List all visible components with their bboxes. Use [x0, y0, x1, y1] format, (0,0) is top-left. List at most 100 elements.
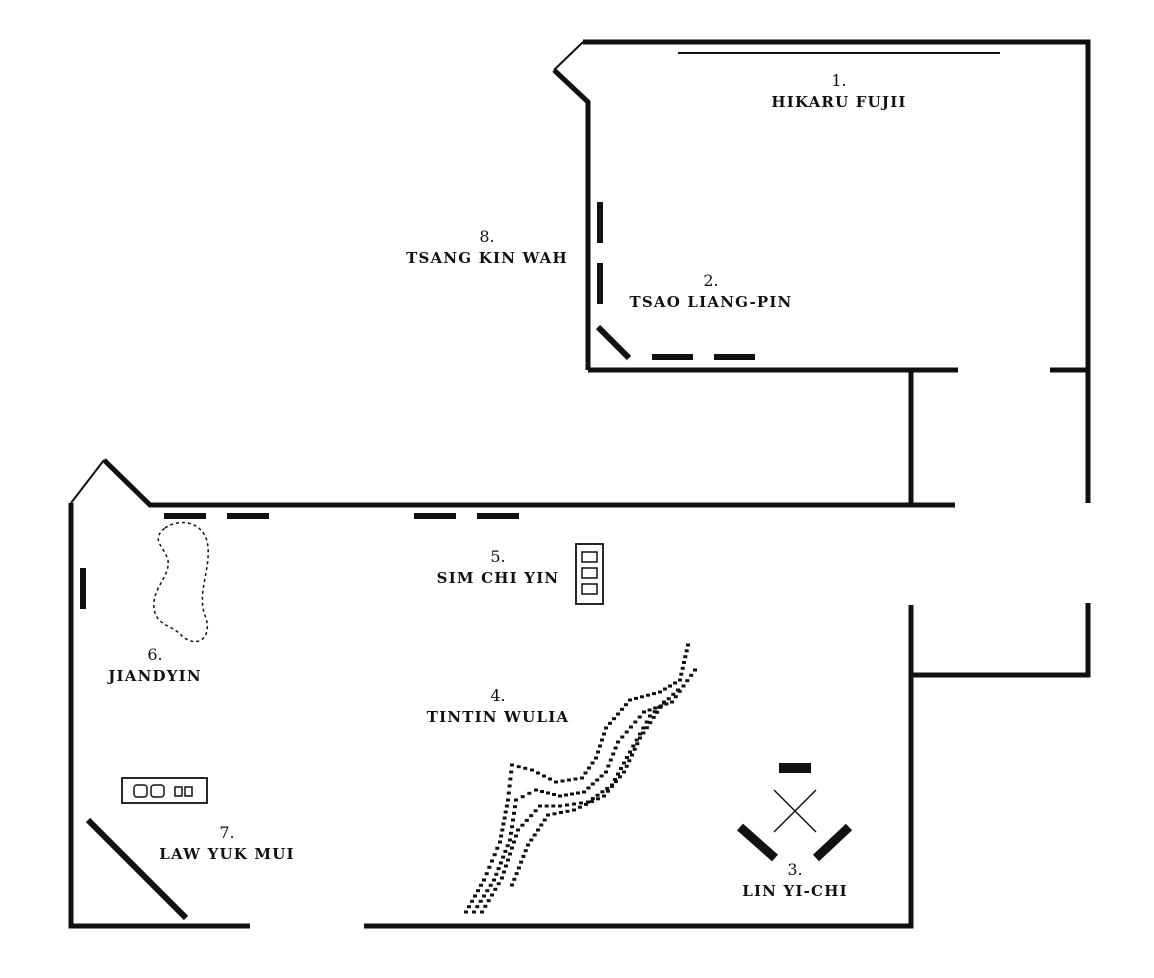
river-dot: [500, 828, 505, 832]
river-dot: [512, 840, 516, 844]
river-dot: [598, 744, 602, 748]
river-dot: [608, 758, 613, 762]
river-dot: [510, 825, 514, 829]
river-dot: [501, 855, 506, 859]
river-dot: [565, 803, 569, 807]
river-dot: [671, 692, 676, 696]
river-dot: [629, 725, 633, 729]
river-dot: [611, 752, 616, 756]
river-dot: [565, 809, 570, 813]
river-dot: [520, 823, 525, 827]
river-dot: [506, 858, 510, 862]
river-dot: [652, 710, 657, 714]
river-dot: [600, 738, 604, 742]
river-dot: [519, 860, 524, 864]
river-dot: [596, 750, 600, 754]
artist-1-number: 1.: [831, 71, 847, 90]
river-dot: [604, 726, 608, 730]
wall-corridor-right: [908, 370, 1091, 678]
river-dot: [539, 823, 544, 827]
wall-panels: [80, 513, 519, 609]
river-dot: [554, 780, 558, 784]
river-dot: [662, 700, 666, 704]
river-dot: [599, 774, 604, 778]
river-dot: [544, 804, 549, 808]
river-dot: [560, 779, 565, 783]
river-dot: [500, 876, 504, 880]
river-dot: [551, 804, 556, 808]
river-dot: [658, 690, 662, 694]
river-dot: [536, 828, 540, 832]
label-artist-7: 7. LAW YUK MUI: [159, 822, 294, 864]
river-dot: [579, 801, 583, 805]
river-dot: [631, 744, 636, 748]
river-dot: [486, 899, 491, 903]
river-dot: [521, 854, 526, 858]
river-dot: [641, 726, 646, 730]
river-dot: [640, 695, 644, 699]
river-dot: [504, 804, 509, 808]
river-dot: [482, 894, 486, 898]
river-dot: [529, 814, 534, 818]
river-dot: [514, 872, 519, 876]
river-dot: [520, 795, 525, 799]
river-dot: [483, 904, 488, 908]
label-artist-5: 5. SIM CHI YIN: [437, 546, 560, 588]
river-dot: [479, 883, 483, 887]
river-dot: [679, 672, 684, 676]
river-dot: [596, 797, 600, 801]
river-dot: [502, 816, 507, 820]
river-dot: [509, 770, 514, 774]
river-dot: [587, 766, 591, 770]
river-dot: [582, 790, 586, 794]
river-dot: [510, 846, 514, 850]
river-dot: [526, 843, 530, 847]
river-dot: [622, 761, 626, 765]
river-dot: [633, 720, 638, 724]
river-dot: [533, 809, 538, 813]
artist-1-name: HIKARU FUJII: [771, 92, 907, 111]
river-dot: [488, 883, 493, 887]
river-dot: [538, 804, 542, 808]
river-dot: [653, 706, 658, 710]
artist-4-name: TINTIN WULIA: [426, 707, 570, 726]
river-dot: [472, 910, 476, 914]
artist-3-number: 3.: [787, 860, 803, 879]
river-dot: [467, 905, 471, 909]
river-dot: [580, 776, 584, 780]
river-dot: [530, 768, 534, 772]
river-dot: [594, 756, 598, 760]
river-dot: [620, 735, 625, 739]
label-artist-1: 1. HIKARU FUJII: [771, 70, 906, 112]
river-dot: [642, 710, 646, 714]
river-dot: [493, 887, 498, 891]
artist-2-name: TSAO LIANG-PIN: [629, 292, 793, 311]
work-4-river: [464, 643, 697, 914]
label-artist-2: 2. TSAO LIANG-PIN: [630, 270, 793, 312]
river-dot: [648, 714, 652, 718]
river-dot: [646, 693, 650, 697]
artist-6-number: 6.: [147, 645, 163, 664]
river-dot: [552, 812, 557, 816]
river-dot: [676, 688, 680, 692]
river-dot: [527, 791, 532, 795]
river-dot: [637, 715, 642, 719]
river-dot: [673, 681, 677, 685]
river-dot: [651, 715, 656, 719]
river-dot: [652, 692, 656, 696]
river-dot: [558, 794, 562, 798]
river-dot: [512, 811, 516, 815]
river-dot: [532, 833, 537, 837]
artist-7-number: 7.: [219, 823, 235, 842]
river-dot: [610, 784, 614, 788]
river-dot: [480, 910, 484, 914]
river-dot: [627, 759, 632, 763]
river-dot: [680, 666, 685, 670]
river-dot: [508, 852, 512, 856]
river-dot: [558, 804, 562, 808]
river-dot: [523, 849, 528, 853]
river-dot: [684, 649, 689, 653]
river-dot: [673, 695, 678, 699]
river-dot: [614, 780, 618, 784]
